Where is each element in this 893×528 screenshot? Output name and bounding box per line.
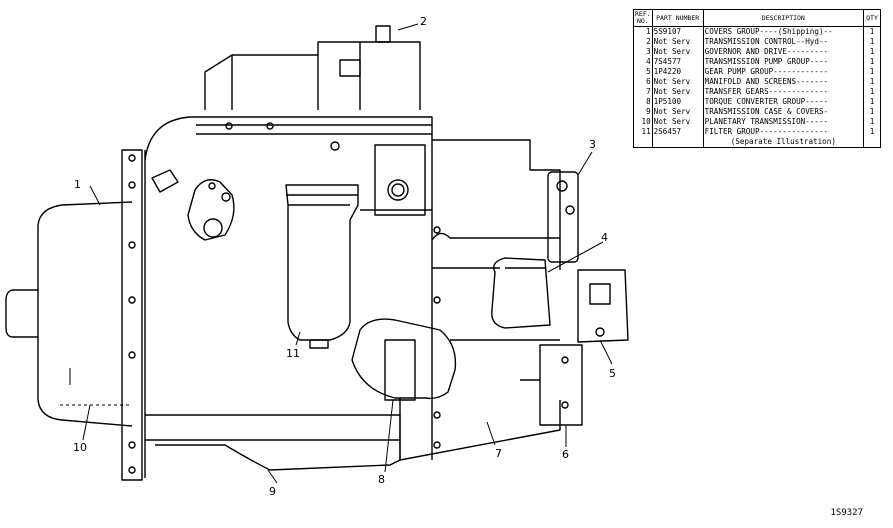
qty-cell: 1	[863, 77, 881, 87]
qty-cell: 1	[863, 87, 881, 97]
part-cell: 5S9107	[651, 26, 704, 37]
front-flange	[121, 149, 146, 481]
callout-2: 2	[420, 15, 427, 28]
desc-cell: TORQUE CONVERTER GROUP-----	[702, 97, 865, 107]
desc-cell: MANIFOLD AND SCREENS-------	[702, 77, 865, 87]
part-cell: Not Serv	[651, 87, 704, 97]
part-cell: Not Serv	[651, 107, 704, 117]
desc-cell: FILTER GROUP---------------	[702, 127, 865, 137]
qty-cell: 1	[863, 97, 881, 107]
desc-cell: GOVERNOR AND DRIVE---------	[702, 47, 865, 57]
callout-3: 3	[589, 138, 596, 151]
header-ref-no: REF. NO.	[633, 9, 653, 27]
table-note-row: (Separate Illustration)	[633, 137, 881, 148]
qty-cell: 1	[863, 47, 881, 57]
leader-lines	[82, 23, 613, 484]
main-case	[144, 116, 561, 471]
part-cell: 1P5100	[651, 97, 704, 107]
part-cell: 2S6457	[651, 127, 704, 137]
desc-cell: TRANSMISSION PUMP GROUP----	[702, 57, 865, 67]
governor	[151, 169, 235, 241]
ref-cell: 4	[633, 57, 653, 67]
qty-cell: 1	[863, 107, 881, 117]
qty-cell: 1	[863, 67, 881, 77]
desc-cell: COVERS GROUP----(Shipping)--	[702, 26, 865, 37]
table-note: (Separate Illustration)	[702, 137, 865, 148]
part-cell: Not Serv	[651, 77, 704, 87]
desc-cell: TRANSMISSION CASE & COVERS-	[702, 107, 865, 117]
desc-cell: GEAR PUMP GROUP------------	[702, 67, 865, 77]
ref-cell: 1	[633, 26, 653, 37]
header-qty: QTY	[863, 9, 881, 27]
ref-cell: 5	[633, 67, 653, 77]
callout-9: 9	[269, 485, 276, 498]
manifold	[520, 344, 583, 426]
desc-cell: TRANSFER GEARS-------------	[702, 87, 865, 97]
transmission-pump	[491, 257, 551, 329]
transmission-control	[204, 25, 421, 110]
desc-cell: TRANSMISSION CONTROL--Hyd--	[702, 37, 865, 47]
valve-block	[374, 144, 426, 216]
callout-8: 8	[378, 473, 385, 486]
qty-cell: 1	[863, 57, 881, 67]
callout-4: 4	[601, 231, 608, 244]
gear-pump	[577, 269, 629, 343]
part-cell: 1P4220	[651, 67, 704, 77]
torque-converter	[351, 318, 457, 460]
parts-table-header: REF. NO. PART NUMBER DESCRIPTION QTY	[633, 9, 881, 27]
callout-1: 1	[74, 178, 81, 191]
callout-5: 5	[609, 367, 616, 380]
part-cell: Not Serv	[651, 47, 704, 57]
qty-cell: 1	[863, 37, 881, 47]
part-cell: Not Serv	[651, 37, 704, 47]
callout-7: 7	[495, 447, 502, 460]
ref-cell: 8	[633, 97, 653, 107]
ref-cell: 2	[633, 37, 653, 47]
header-description: DESCRIPTION	[702, 9, 865, 27]
governor-housing	[547, 171, 579, 263]
planetary-housing	[5, 201, 133, 427]
ref-cell: 9	[633, 107, 653, 117]
qty-cell: 1	[863, 26, 881, 37]
ref-cell: 10	[633, 117, 653, 127]
filter-group	[285, 184, 359, 349]
header-part-number: PART NUMBER	[651, 9, 704, 27]
callout-11: 11	[286, 347, 300, 360]
ref-cell: 11	[633, 127, 653, 137]
part-cell: Not Serv	[651, 117, 704, 127]
ref-cell: 3	[633, 47, 653, 57]
callout-10: 10	[73, 441, 87, 454]
qty-cell: 1	[863, 127, 881, 137]
ref-cell: 7	[633, 87, 653, 97]
callout-6: 6	[562, 448, 569, 461]
part-cell: 7S4577	[651, 57, 704, 67]
desc-cell: PLANETARY TRANSMISSION-----	[702, 117, 865, 127]
qty-cell: 1	[863, 117, 881, 127]
figure-number: 1S9327	[830, 508, 863, 518]
ref-cell: 6	[633, 77, 653, 87]
